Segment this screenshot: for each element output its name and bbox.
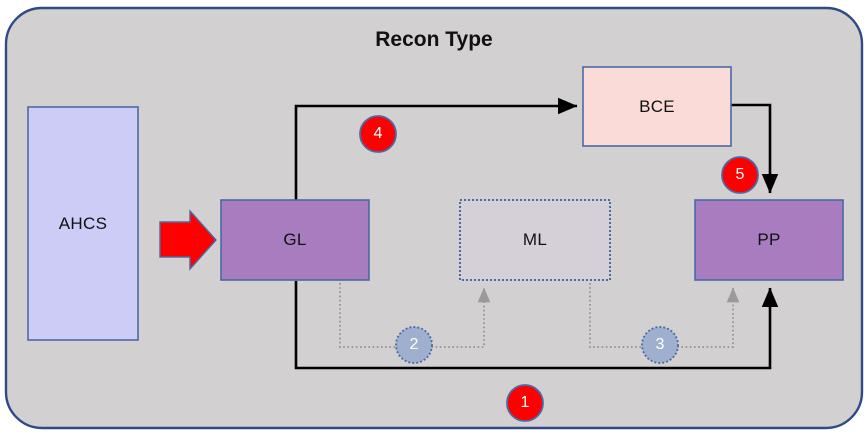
step-badge-5[interactable] xyxy=(721,156,759,194)
node-pp[interactable] xyxy=(694,199,844,281)
ahcs-to-gl-arrow xyxy=(159,209,217,271)
bce-to-pp-connector xyxy=(731,103,779,194)
page-title: Recon Type xyxy=(375,28,493,51)
step-badge-2[interactable] xyxy=(395,326,433,364)
node-ahcs[interactable] xyxy=(27,106,139,341)
node-bce[interactable] xyxy=(582,66,732,147)
node-ml[interactable] xyxy=(459,199,611,281)
step-badge-4[interactable] xyxy=(359,115,397,153)
gl-to-pp-connector xyxy=(294,281,779,370)
step-badge-3[interactable] xyxy=(641,326,679,364)
gl-to-bce-connector xyxy=(294,97,578,200)
step-badge-1[interactable] xyxy=(506,384,544,422)
node-gl[interactable] xyxy=(220,199,370,281)
